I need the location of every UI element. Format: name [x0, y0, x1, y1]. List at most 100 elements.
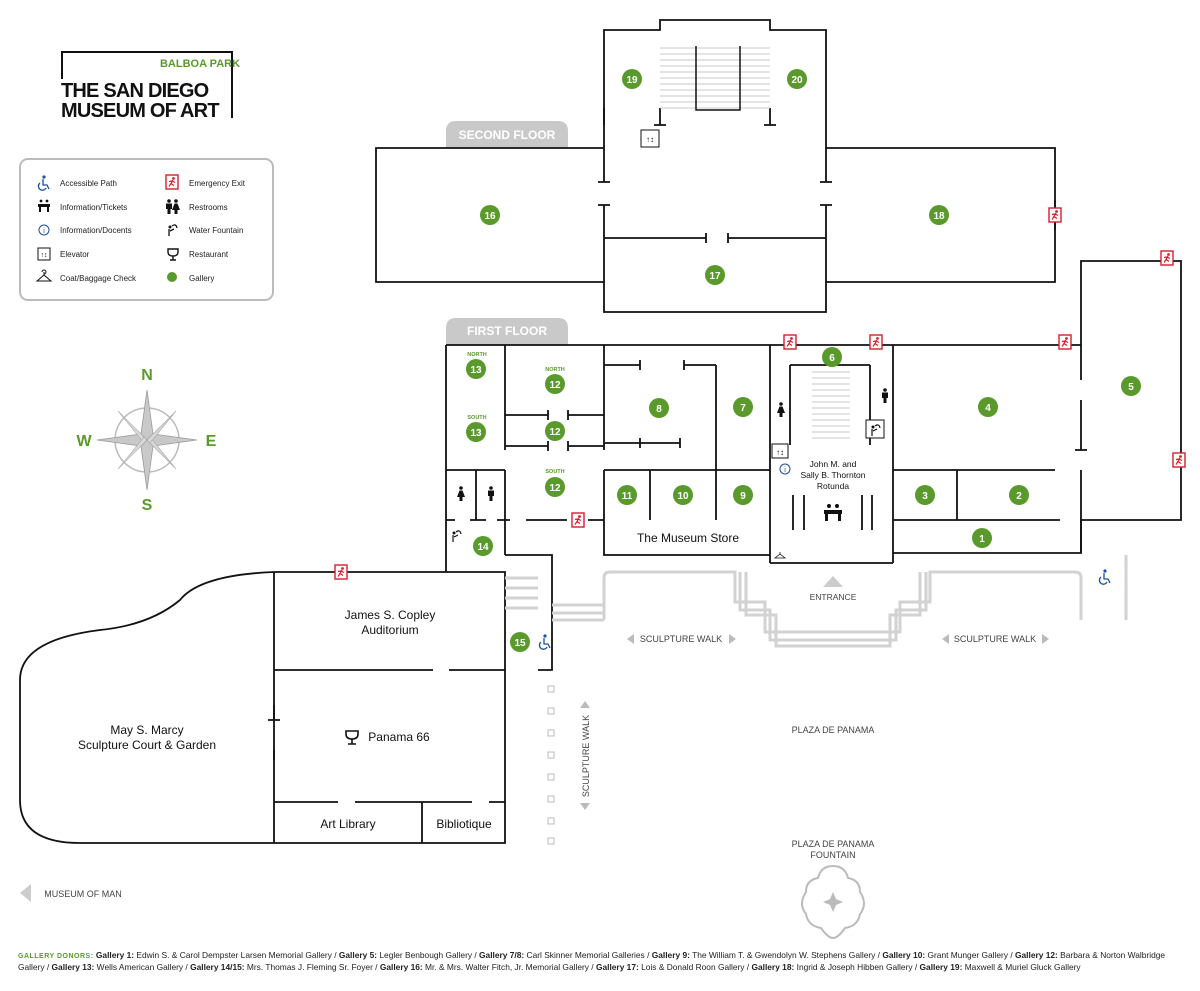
rotunda-label-3: Rotunda	[817, 481, 849, 491]
restaurant-icon	[345, 730, 359, 745]
gallery-15-marker[interactable]: 15	[510, 632, 530, 652]
gallery-4-marker[interactable]: 4	[978, 397, 998, 417]
gallery-7-marker[interactable]: 7	[733, 397, 753, 417]
second-floor-stairs	[660, 46, 770, 111]
emergency-exit-icon	[869, 334, 883, 350]
legend-label-restaurant: Restaurant	[189, 250, 229, 259]
logo-name-line1: THE SAN DIEGO	[61, 80, 209, 102]
rotunda-label-2: Sally B. Thornton	[800, 470, 865, 480]
donor-gallery-ref: Gallery 7/8:	[479, 950, 525, 960]
gallery-6-marker[interactable]: 6	[822, 347, 842, 367]
water-fountain-icon	[168, 224, 178, 236]
donor-name: Lois & Donald Roon Gallery /	[638, 962, 752, 972]
gallery-10-marker[interactable]: 10	[673, 485, 693, 505]
svg-text:12: 12	[549, 427, 561, 438]
elevator-icon: ↑↕	[771, 443, 789, 459]
gallery-12-middle-marker[interactable]: 12	[545, 421, 565, 441]
donor-name: Mrs. Thomas J. Fleming Sr. Foyer /	[244, 962, 380, 972]
fountain-label-2: FOUNTAIN	[810, 850, 855, 860]
legend-label-info-tickets: Information/Tickets	[60, 203, 127, 212]
restroom-men-icon	[488, 486, 494, 501]
gallery-13-south-marker[interactable]: 13	[466, 422, 486, 442]
sculpture-walk-right-label: SCULPTURE WALK	[954, 634, 1036, 644]
donor-gallery-ref: Gallery 13:	[51, 962, 95, 972]
gallery-1-marker[interactable]: 1	[972, 528, 992, 548]
compass-west: W	[76, 433, 92, 450]
legend-label-coat-check: Coat/Baggage Check	[60, 274, 137, 283]
svg-text:1: 1	[979, 534, 985, 545]
auditorium-label-1: James S. Copley	[345, 608, 436, 622]
donor-gallery-ref: Gallery 17:	[595, 962, 639, 972]
emergency-exit-icon	[165, 174, 179, 190]
svg-text:12: 12	[549, 483, 561, 494]
gallery-dot-icon	[167, 272, 177, 282]
gallery-18-marker[interactable]: 18	[929, 205, 949, 225]
museum-of-man-label: MUSEUM OF MAN	[44, 889, 122, 899]
accessible-icon	[1098, 569, 1111, 585]
coat-check-icon	[35, 269, 53, 282]
gallery-2-marker[interactable]: 2	[1009, 485, 1029, 505]
gallery-11-marker[interactable]: 11	[617, 485, 637, 505]
information-docents-icon: i	[38, 224, 50, 236]
gallery-16-marker[interactable]: 16	[480, 205, 500, 225]
gallery-9-marker[interactable]: 9	[733, 485, 753, 505]
elevator-icon: ↑↕	[37, 247, 51, 261]
second-floor-tab: SECOND FLOOR	[446, 121, 568, 148]
svg-text:2: 2	[1016, 491, 1022, 502]
gallery-12-north-marker[interactable]: 12	[545, 374, 565, 394]
accessible-icon	[538, 634, 551, 650]
svg-text:3: 3	[922, 491, 928, 502]
svg-text:i: i	[784, 467, 786, 474]
gallery-17-marker[interactable]: 17	[705, 265, 725, 285]
sculpture-court-label-1: May S. Marcy	[110, 723, 183, 737]
first-floor-label: FIRST FLOOR	[467, 324, 547, 338]
donor-gallery-ref: Gallery 9:	[651, 950, 690, 960]
svg-text:4: 4	[985, 403, 991, 414]
emergency-exit-icon	[783, 334, 797, 350]
gallery-20-marker[interactable]: 20	[787, 69, 807, 89]
tag-north: NORTH	[467, 352, 487, 358]
restroom-women-icon	[457, 486, 465, 501]
art-library-label: Art Library	[320, 817, 375, 831]
svg-text:↑↕: ↑↕	[776, 448, 784, 457]
svg-text:↑↕: ↑↕	[646, 135, 654, 144]
svg-text:↑↕: ↑↕	[41, 252, 48, 259]
arrow-left-icon	[942, 634, 949, 644]
donor-name: Ingrid & Joseph Hibben Gallery /	[794, 962, 920, 972]
gallery-3-marker[interactable]: 3	[915, 485, 935, 505]
svg-text:7: 7	[740, 403, 746, 414]
donor-name: Wells American Gallery /	[94, 962, 191, 972]
donor-name: Maxwell & Muriel Gluck Gallery	[962, 962, 1081, 972]
tag-south: SOUTH	[467, 415, 486, 421]
legend-label-emergency-exit: Emergency Exit	[189, 179, 246, 188]
svg-text:13: 13	[470, 428, 482, 439]
rotunda-stairs	[812, 371, 850, 439]
gallery-8-marker[interactable]: 8	[649, 398, 669, 418]
logo-name-line2: MUSEUM OF ART	[61, 100, 219, 122]
gallery-13-north-marker[interactable]: 13	[466, 359, 486, 379]
accessible-icon	[37, 175, 50, 191]
arrow-right-icon	[1042, 634, 1049, 644]
gallery-12-south-marker[interactable]: 12	[545, 477, 565, 497]
gallery-14-marker[interactable]: 14	[473, 536, 493, 556]
sculpture-walk-vertical-label: SCULPTURE WALK	[581, 715, 591, 797]
gallery-5-marker[interactable]: 5	[1121, 376, 1141, 396]
legend-label-accessible: Accessible Path	[60, 179, 117, 188]
logo-top-line: BALBOA PARK	[160, 58, 240, 70]
first-floor-tab: FIRST FLOOR	[446, 318, 568, 345]
second-floor-label: SECOND FLOOR	[459, 128, 556, 142]
museum-store-label: The Museum Store	[637, 531, 739, 545]
donor-gallery-ref: Gallery 18:	[751, 962, 795, 972]
coat-check-icon	[773, 552, 787, 559]
svg-text:12: 12	[549, 380, 561, 391]
donor-gallery-ref: Gallery 12:	[1015, 950, 1058, 960]
donor-name: Grant Munger Gallery /	[925, 950, 1015, 960]
svg-text:13: 13	[470, 365, 482, 376]
svg-text:5: 5	[1128, 382, 1134, 393]
restroom-men-icon	[882, 388, 888, 403]
gallery-19-marker[interactable]: 19	[622, 69, 642, 89]
compass-east: E	[206, 433, 217, 450]
gallery-markers: 19 20 16 18 17 6 13 12 8 7 4 5 13 12 12 …	[466, 69, 1141, 652]
water-fountain-icon	[452, 530, 462, 542]
donor-gallery-ref: Gallery 16:	[379, 962, 423, 972]
